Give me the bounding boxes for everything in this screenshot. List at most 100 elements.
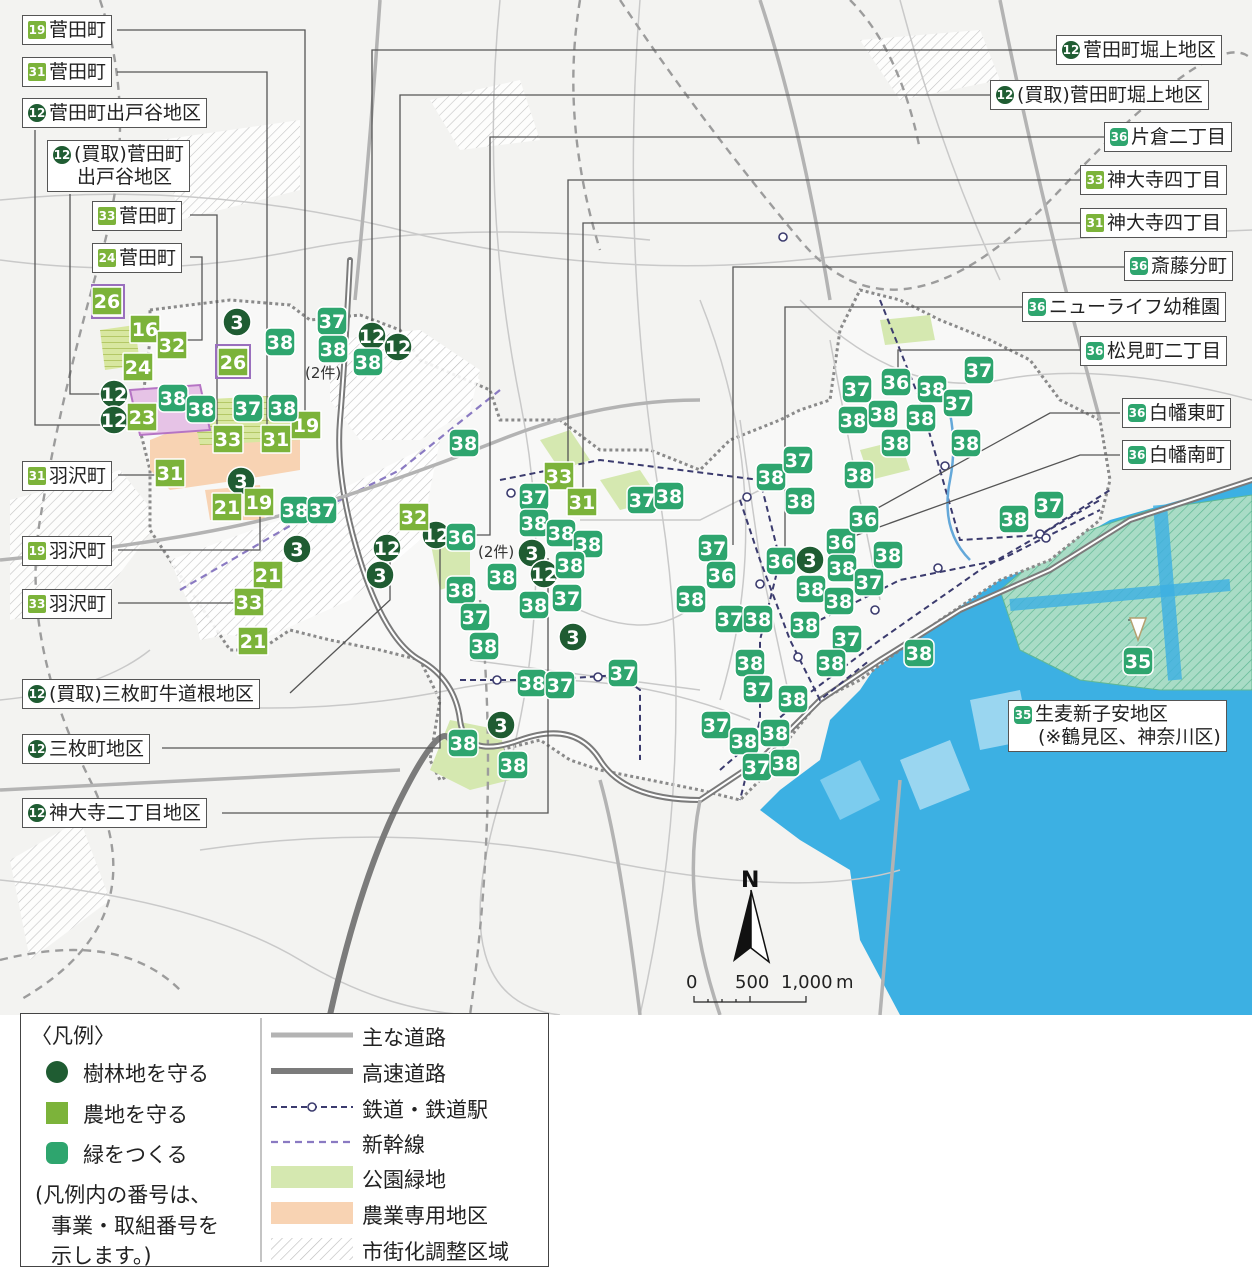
- legend-note-line: 事業・取組番号を: [51, 1214, 219, 1238]
- marker-forest-3: 3: [486, 710, 516, 740]
- marker-number: 3: [525, 543, 538, 565]
- marker-green-38: 38: [880, 428, 912, 458]
- callout-text-line2: 出戸谷地区: [77, 166, 173, 188]
- marker-green-38: 38: [903, 638, 935, 668]
- marker-number: 38: [953, 433, 979, 455]
- marker-number: 38: [883, 433, 909, 455]
- number-badge: 36: [1128, 446, 1146, 464]
- marker-forest-3: 3: [282, 534, 312, 564]
- marker-number: 36: [851, 509, 877, 531]
- marker-farm-26: 26: [91, 286, 123, 316]
- marker-number: 38: [678, 589, 704, 611]
- marker-green-38: 38: [675, 584, 707, 614]
- number-badge: 36: [1110, 128, 1128, 146]
- number-badge: 24: [98, 249, 116, 267]
- callout-text: 神大寺四丁目: [1107, 169, 1222, 191]
- callout-text: 白幡南町: [1149, 444, 1226, 466]
- marker-number: 38: [450, 733, 476, 755]
- number-badge: 35: [1014, 705, 1032, 724]
- marker-number: 21: [240, 631, 266, 653]
- marker-number: 38: [471, 636, 497, 658]
- marker-number: 38: [656, 486, 682, 508]
- marker-number: 37: [1036, 495, 1062, 517]
- legend-station-swatch: [307, 1102, 317, 1112]
- marker-number: 38: [188, 399, 214, 421]
- marker-number: 37: [717, 609, 743, 631]
- number-badge: 31: [28, 467, 46, 485]
- marker-number: 38: [919, 379, 945, 401]
- marker-farm-26: 26: [217, 347, 249, 377]
- legend-title: 〈凡例〉: [31, 1024, 115, 1048]
- number-badge: 33: [98, 207, 116, 225]
- marker-green-38: 38: [815, 648, 847, 678]
- marker-green-37: 37: [626, 485, 658, 515]
- legend: 〈凡例〉 樹林地を守る 農地を守る 緑をつくる (凡例内の番号は、 事業・取組番…: [20, 1013, 549, 1268]
- marker-farm-33: 33: [543, 461, 575, 491]
- marker-green-38: 38: [279, 495, 311, 525]
- number-badge: 31: [28, 63, 46, 81]
- marker-green-38: 38: [468, 631, 500, 661]
- number-badge: 36: [1130, 257, 1148, 275]
- scale-label-0: 0: [686, 972, 697, 993]
- legend-park-swatch: [271, 1166, 353, 1188]
- marker-number: 32: [159, 335, 185, 357]
- marker-number: 38: [745, 609, 771, 631]
- marker-green-37: 37: [714, 604, 746, 634]
- number-badge: 19: [28, 21, 46, 39]
- marker-green-38: 38: [950, 428, 982, 458]
- marker-number: 38: [355, 352, 381, 374]
- marker-green-38: 38: [777, 684, 809, 714]
- marker-green-38: 38: [905, 403, 937, 433]
- marker-green-38: 38: [837, 405, 869, 435]
- marker-green-37: 37: [782, 445, 814, 475]
- number-badge: 36: [1028, 298, 1046, 316]
- marker-farm-32: 32: [398, 502, 430, 532]
- marker-number: 37: [309, 500, 335, 522]
- marker-green-37: 37: [741, 752, 773, 782]
- callout-text-line2: (※鶴見区、神奈川区): [1038, 726, 1221, 748]
- number-badge: 33: [28, 595, 46, 613]
- marker-number: 37: [547, 675, 573, 697]
- legend-shinkansen: 新幹線: [362, 1133, 425, 1157]
- marker-number: 38: [772, 753, 798, 775]
- marker-green-38: 38: [843, 460, 875, 490]
- marker-green-38: 38: [867, 399, 899, 429]
- marker-number: 12: [531, 564, 557, 586]
- marker-green-37: 37: [841, 374, 873, 404]
- number-badge: 12: [996, 86, 1014, 104]
- marker-forest-3: 3: [795, 545, 825, 575]
- marker-green-38: 38: [447, 728, 479, 758]
- marker-number: 38: [737, 653, 763, 675]
- marker-green-38: 38: [516, 668, 548, 698]
- marker-number: 37: [610, 663, 636, 685]
- marker-number: 26: [220, 352, 246, 374]
- marker-number: 38: [798, 579, 824, 601]
- marker-green-38: 38: [728, 726, 760, 756]
- marker-pointer-box: [215, 344, 251, 379]
- marker-number: 12: [359, 326, 385, 348]
- two-items-note: (2件): [478, 543, 514, 561]
- marker-number: 37: [700, 538, 726, 560]
- marker-green-38: 38: [157, 383, 189, 413]
- marker-number: 38: [500, 755, 526, 777]
- marker-green-38: 38: [916, 374, 948, 404]
- marker-green-37: 37: [697, 533, 729, 563]
- marker-forest-3: 3: [365, 560, 395, 590]
- callout-text: 菅田町: [119, 205, 177, 227]
- marker-green-38: 38: [554, 550, 586, 580]
- marker-green-36: 36: [825, 527, 857, 557]
- callout-text: 菅田町: [49, 61, 107, 83]
- marker-green-38: 38: [445, 575, 477, 605]
- marker-farm-21: 21: [211, 492, 243, 522]
- scale-label-1000: 1,000: [781, 972, 833, 993]
- marker-number: 37: [462, 607, 488, 629]
- marker-number: 38: [731, 731, 757, 753]
- marker-number: 38: [870, 404, 896, 426]
- callout-12-purchase-sugeta-horiage: 12(買取)菅田町堀上地区: [990, 80, 1209, 110]
- marker-farm-31: 31: [260, 424, 292, 454]
- number-badge: 12: [28, 740, 46, 758]
- callout-text: 斎藤分町: [1151, 255, 1228, 277]
